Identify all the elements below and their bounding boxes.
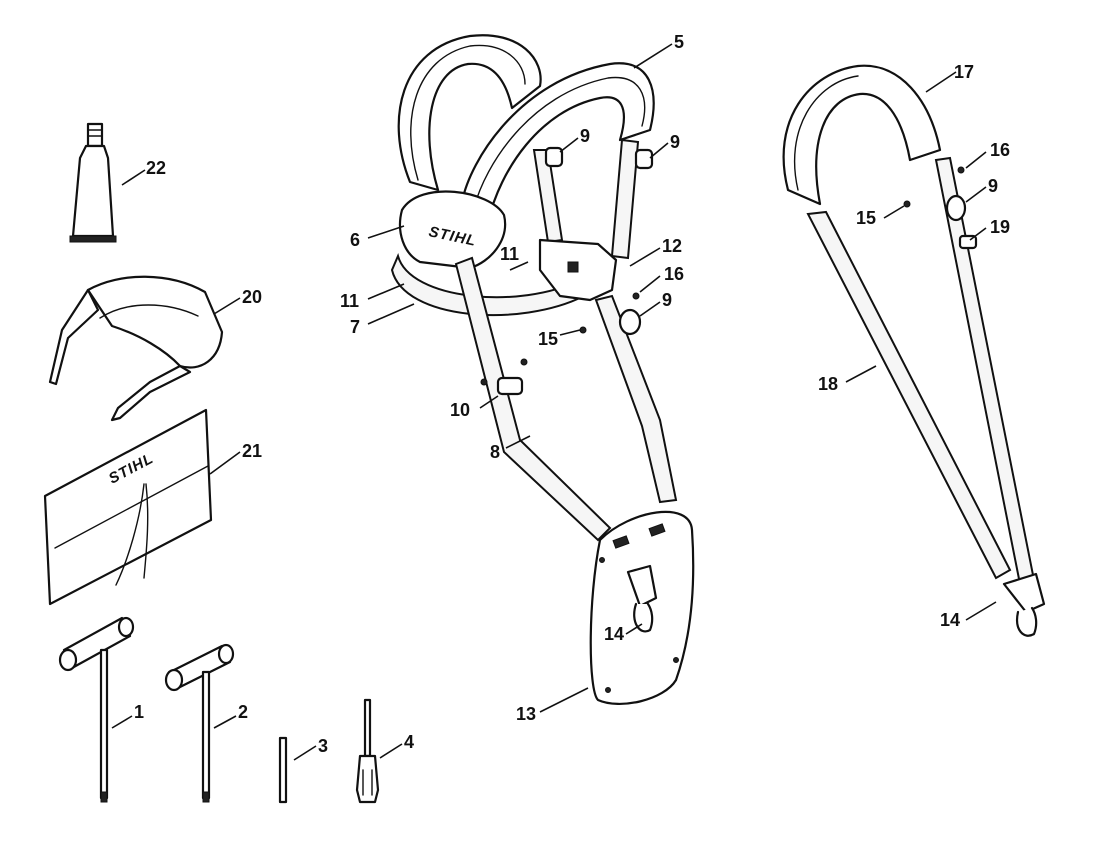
- callout-14-strap: 14: [940, 610, 960, 630]
- callout-13: 13: [516, 704, 536, 724]
- combination-wrench-short: [164, 643, 235, 803]
- small-screws: [480, 292, 640, 386]
- callout-8: 8: [490, 442, 500, 462]
- callout-9-right: 9: [670, 132, 680, 152]
- upper-straps: [532, 138, 640, 260]
- back-plate: STIHL: [398, 190, 507, 270]
- strap-adjusters: [544, 146, 654, 336]
- callout-16-strap: 16: [990, 140, 1010, 160]
- callout-10: 10: [450, 400, 470, 420]
- pin: [278, 736, 288, 804]
- callout-15-strap: 15: [856, 208, 876, 228]
- buckle-plate: [538, 238, 618, 302]
- callout-labels: 22 20 21 1 2 3 4 5 6 7 8 9 9 9 9 10 11 1…: [134, 32, 1010, 756]
- screwdriver: [355, 698, 380, 804]
- carabiner-hook: [626, 564, 658, 633]
- callout-6: 6: [350, 230, 360, 250]
- grease-tube: [69, 122, 117, 243]
- callout-12: 12: [662, 236, 682, 256]
- callout-21: 21: [242, 441, 262, 461]
- callout-14-harness: 14: [604, 624, 624, 644]
- safety-glasses: [48, 275, 224, 422]
- combination-wrench: [58, 616, 135, 803]
- hip-straps: [454, 256, 678, 542]
- callout-7: 7: [350, 317, 360, 337]
- callout-22: 22: [146, 158, 166, 178]
- callout-3: 3: [318, 736, 328, 756]
- callout-4: 4: [404, 732, 414, 752]
- callout-19: 19: [990, 217, 1010, 237]
- callout-2: 2: [238, 702, 248, 722]
- callout-5: 5: [674, 32, 684, 52]
- callout-9-left: 9: [580, 126, 590, 146]
- callout-11-left: 11: [340, 291, 359, 311]
- callout-9-strap: 9: [988, 176, 998, 196]
- strap-slide: [496, 376, 524, 396]
- callout-18: 18: [818, 374, 838, 394]
- leader-lines: [111, 43, 997, 761]
- callout-1: 1: [134, 702, 144, 722]
- shoulder-strap: [782, 64, 1046, 637]
- callout-17: 17: [954, 62, 974, 82]
- callout-11-center: 11: [500, 244, 519, 264]
- tool-bag: STIHL: [43, 408, 213, 606]
- callout-15-harness: 15: [538, 329, 558, 349]
- callout-16-harness: 16: [664, 264, 684, 284]
- callout-9-lower: 9: [662, 290, 672, 310]
- full-harness: STIHL: [390, 34, 695, 705]
- callout-20: 20: [242, 287, 262, 307]
